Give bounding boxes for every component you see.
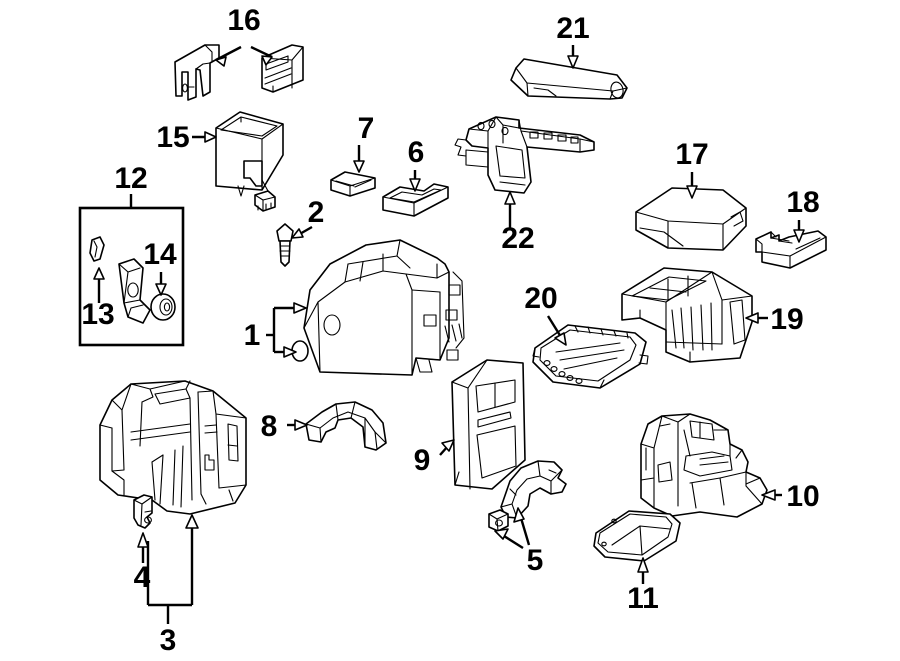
part-floor-duct-housing[interactable] xyxy=(640,413,768,518)
callout-4-leader xyxy=(137,532,149,563)
part-console-bin-assembly[interactable] xyxy=(99,380,247,515)
callout-21-label: 21 xyxy=(556,12,589,45)
callout-14-label: 14 xyxy=(143,238,177,271)
callout-3-label: 3 xyxy=(160,624,177,657)
callout-19-label: 19 xyxy=(770,303,803,336)
part-armrest-handle-lever[interactable] xyxy=(510,58,628,100)
part-small-cap-cover[interactable] xyxy=(330,171,376,197)
callout-10-label: 10 xyxy=(786,480,819,513)
callout-16-label: 16 xyxy=(227,4,260,37)
part-latch-lever[interactable] xyxy=(118,258,151,324)
part-storage-bin-tray[interactable] xyxy=(215,111,284,212)
callout-20-leader xyxy=(546,315,567,346)
callout-13-label: 13 xyxy=(81,298,114,331)
callout-15-label: 15 xyxy=(156,121,189,154)
callout-9-label: 9 xyxy=(414,444,431,477)
part-access-cover-lid[interactable] xyxy=(593,510,681,562)
part-latch-mechanism-assembly[interactable] xyxy=(454,116,595,194)
callout-21-leader xyxy=(567,45,579,69)
callout-1-label: 1 xyxy=(244,319,261,352)
part-retainer-clip-right[interactable] xyxy=(261,44,304,93)
part-screw[interactable] xyxy=(276,223,294,267)
callout-11-label: 11 xyxy=(627,582,659,615)
callout-4-label: 4 xyxy=(134,561,151,594)
callout-1-leader xyxy=(266,302,307,358)
callout-17-leader xyxy=(686,172,698,199)
callout-10-leader xyxy=(761,489,782,501)
part-liner-mat-panel[interactable] xyxy=(532,324,649,389)
callout-3-leader xyxy=(146,514,199,624)
part-l-shaped-trim-plate[interactable] xyxy=(382,183,449,217)
callout-12-label: 12 xyxy=(114,162,147,195)
callout-20-label: 20 xyxy=(524,282,557,315)
callout-19-leader xyxy=(745,312,768,324)
callout-8-leader xyxy=(287,419,308,431)
callout-15-leader xyxy=(192,131,217,143)
callout-5-label: 5 xyxy=(527,544,544,577)
callout-2-leader xyxy=(291,225,313,239)
callout-22-leader xyxy=(504,191,516,230)
part-mount-bracket-left[interactable] xyxy=(174,44,220,101)
callout-17-label: 17 xyxy=(675,138,708,171)
callout-18-label: 18 xyxy=(786,186,819,219)
part-duct-bracket-small-clip[interactable] xyxy=(488,509,509,532)
part-latch-pin[interactable] xyxy=(89,236,105,262)
part-arch-cover-trim[interactable] xyxy=(305,401,387,451)
part-cupholder-insert[interactable] xyxy=(621,267,753,363)
callout-8-label: 8 xyxy=(261,410,278,443)
callout-2-label: 2 xyxy=(308,196,325,229)
callout-6-leader xyxy=(409,170,421,192)
part-rear-panel-trim[interactable] xyxy=(451,359,526,490)
callout-5-leader xyxy=(494,507,531,550)
part-roller-bushing[interactable] xyxy=(150,293,176,321)
callout-11-leader xyxy=(637,557,649,584)
callout-9-leader xyxy=(439,439,455,456)
part-duct-bracket[interactable] xyxy=(500,460,567,519)
part-small-clip-bracket[interactable] xyxy=(133,494,153,529)
part-hinge-bracket[interactable] xyxy=(755,230,827,269)
callout-7-leader xyxy=(353,145,365,173)
callout-22-label: 22 xyxy=(501,222,534,255)
callout-14-leader xyxy=(155,272,167,296)
callout-16-leader xyxy=(215,45,273,67)
part-armrest-lid-pad[interactable] xyxy=(635,187,747,251)
callout-18-leader xyxy=(793,220,805,243)
callout-6-label: 6 xyxy=(408,136,425,169)
part-console-body-main[interactable] xyxy=(303,239,465,376)
callout-7-label: 7 xyxy=(358,112,375,145)
callout-13-leader xyxy=(93,267,105,303)
